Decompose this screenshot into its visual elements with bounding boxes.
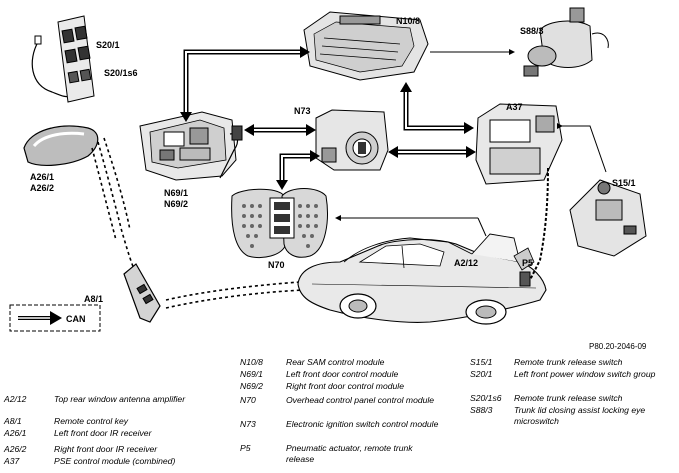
legend-description: Electronic ignition switch control modul… [286, 419, 439, 429]
legend-code: A26/2 [4, 444, 27, 454]
label-n70: N70 [268, 260, 285, 270]
reference-code: P80.20-2046-09 [589, 342, 647, 351]
trunk-release-switch-component [569, 179, 647, 257]
label-a26-1: A26/1 [30, 172, 54, 182]
label-a2-12: A2/12 [454, 258, 478, 268]
legend-code: S88/3 [470, 405, 493, 415]
legend-description: Remote trunk release switch [514, 357, 623, 367]
legend-description: Trunk lid closing assist locking eye mic… [514, 405, 646, 426]
can-bus-arrows [180, 46, 476, 190]
label-n69-2: N69/2 [164, 199, 188, 209]
ir-receiver-component [23, 125, 99, 166]
legend-description: Rear SAM control module [286, 357, 385, 367]
actuator-line [529, 167, 549, 281]
rear-sam-module-component [303, 11, 429, 81]
label-s20-1: S20/1 [96, 40, 120, 50]
legend-code: S20/1s6 [470, 393, 502, 403]
trunk-lock-microswitch-component [523, 7, 609, 77]
legend-code: A26/1 [4, 428, 27, 438]
label-a26-2: A26/2 [30, 183, 54, 193]
legend-code: N73 [240, 419, 256, 429]
label-n69-1: N69/1 [164, 188, 188, 198]
legend-code: A8/1 [4, 416, 22, 426]
label-can: CAN [66, 314, 86, 324]
door-control-module-component [139, 111, 243, 181]
legend-description: Remote trunk release switch [514, 393, 623, 403]
label-s15-1: S15/1 [612, 178, 636, 188]
legend-code: A2/12 [4, 394, 27, 404]
remote-key-component [123, 263, 161, 323]
legend-description: Overhead control panel control module [286, 395, 435, 405]
key-signal-wave [165, 271, 373, 309]
legend-description: Left front power window switch group [514, 369, 656, 379]
label-n10-8: N10/8 [396, 16, 420, 26]
legend-code: N70 [240, 395, 256, 405]
legend-code: P5 [240, 443, 251, 453]
legend-column-2: N10/8 Rear SAM control module N69/1 Left… [240, 357, 470, 471]
overhead-control-panel-component [231, 188, 328, 258]
legend-description: PSE control module (combined) [54, 456, 176, 466]
legend-code: N69/2 [240, 381, 263, 391]
legend-description: Left front door control module [286, 369, 399, 379]
label-p5: P5 [522, 258, 533, 268]
legend-code: S20/1 [470, 369, 493, 379]
system-diagram: S20/1 S20/1s6 N10/8 S88/3 A37 N73 A26/1 … [9, 7, 647, 332]
legend-description: Right front door IR receiver [54, 444, 158, 454]
label-a37: A37 [506, 102, 523, 112]
label-n73: N73 [294, 106, 311, 116]
legend-code: N69/1 [240, 369, 263, 379]
signal-arrows [335, 49, 607, 237]
legend-description: Right front door control module [286, 381, 404, 391]
legend-column-1: A2/12 Top rear window antenna amplifier … [4, 394, 234, 472]
legend-description: Remote control key [54, 416, 129, 426]
label-a8-1: A8/1 [84, 294, 103, 304]
pse-control-module-component [475, 103, 563, 185]
label-s88-3: S88/3 [520, 26, 544, 36]
can-legend-box [9, 304, 101, 332]
legend-code: A37 [4, 456, 20, 466]
legend-column-3: S15/1 Remote trunk release switch S20/1 … [470, 357, 675, 437]
legend-description: Left front door IR receiver [54, 428, 152, 438]
legend-code: N10/8 [240, 357, 263, 367]
label-s20-1s6: S20/1s6 [104, 68, 138, 78]
car-component [297, 233, 547, 325]
legend-code: S15/1 [470, 357, 493, 367]
ir-signal-waves [91, 137, 139, 279]
legend-description: Top rear window antenna amplifier [54, 394, 186, 404]
legend-description: Pneumatic actuator, remote trunk release [286, 443, 413, 464]
ignition-switch-module-component [315, 109, 389, 171]
window-switch-group-component [31, 15, 95, 103]
